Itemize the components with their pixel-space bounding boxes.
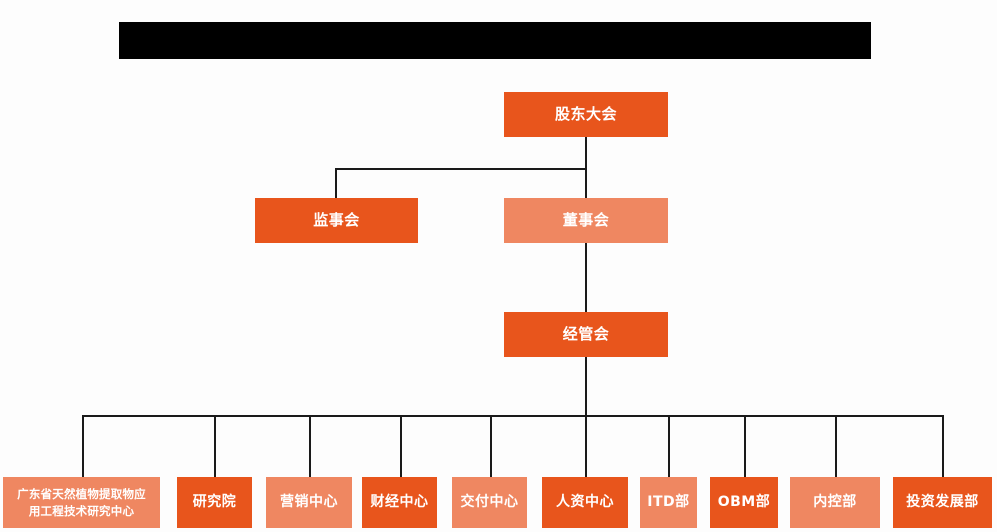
connector-line xyxy=(82,415,943,417)
org-node-dept-research-center[interactable]: 广东省天然植物提取物应 用工程技术研究中心 xyxy=(3,477,160,528)
node-label: 交付中心 xyxy=(460,493,519,510)
org-node-dept-itd[interactable]: ITD部 xyxy=(640,477,697,528)
connector-line xyxy=(400,415,402,477)
connector-line xyxy=(585,415,587,477)
connector-line xyxy=(585,357,587,416)
connector-line xyxy=(214,415,216,477)
org-node-dept-institute[interactable]: 研究院 xyxy=(177,477,252,528)
node-label: 研究院 xyxy=(192,493,237,510)
connector-line xyxy=(585,137,587,169)
org-node-management[interactable]: 经管会 xyxy=(504,312,668,357)
node-label: 股东大会 xyxy=(554,105,617,124)
connector-line xyxy=(335,168,587,170)
node-label: 董事会 xyxy=(562,211,610,230)
org-node-dept-investment[interactable]: 投资发展部 xyxy=(893,477,992,528)
node-label: 投资发展部 xyxy=(906,493,979,510)
connector-line xyxy=(585,243,587,313)
connector-line xyxy=(335,168,337,199)
connector-line xyxy=(942,415,944,477)
org-node-directors[interactable]: 董事会 xyxy=(504,198,668,243)
org-node-dept-finance[interactable]: 财经中心 xyxy=(362,477,437,528)
connector-line xyxy=(490,415,492,477)
connector-line xyxy=(82,415,84,477)
redacted-title-bar xyxy=(119,22,871,59)
node-label: 监事会 xyxy=(313,211,360,230)
node-label: OBM部 xyxy=(717,493,771,510)
org-node-dept-obm[interactable]: OBM部 xyxy=(710,477,778,528)
node-label: 财经中心 xyxy=(370,493,429,510)
org-node-supervisors[interactable]: 监事会 xyxy=(255,198,418,243)
connector-line xyxy=(585,168,587,199)
connector-line xyxy=(744,415,746,477)
node-label: ITD部 xyxy=(647,493,690,510)
org-node-dept-hr[interactable]: 人资中心 xyxy=(542,477,628,528)
node-label: 广东省天然植物提取物应 用工程技术研究中心 xyxy=(17,486,146,518)
connector-line xyxy=(668,415,670,477)
org-node-dept-marketing[interactable]: 营销中心 xyxy=(266,477,352,528)
org-node-dept-internal-control[interactable]: 内控部 xyxy=(790,477,880,528)
org-node-dept-delivery[interactable]: 交付中心 xyxy=(452,477,527,528)
node-label: 营销中心 xyxy=(280,493,338,510)
org-node-shareholders[interactable]: 股东大会 xyxy=(504,92,668,137)
node-label: 人资中心 xyxy=(556,493,614,510)
connector-line xyxy=(309,415,311,477)
node-label: 经管会 xyxy=(562,325,610,344)
node-label: 内控部 xyxy=(813,493,857,510)
connector-line xyxy=(835,415,837,477)
